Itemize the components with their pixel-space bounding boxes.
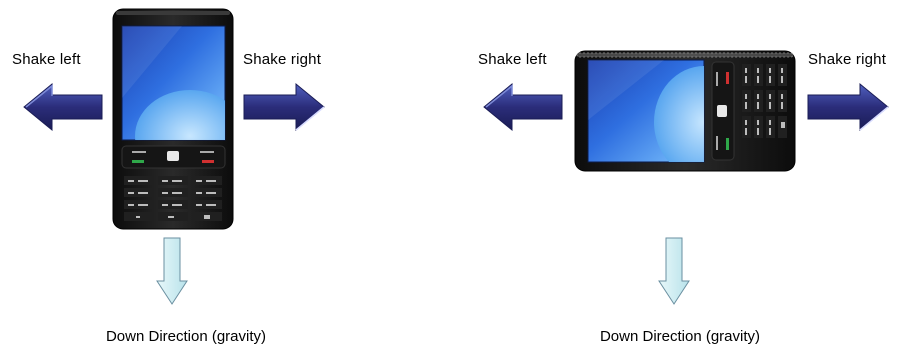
gravity-label: Down Direction (gravity): [105, 328, 267, 345]
phone-icon: [574, 50, 796, 172]
arrow-left-icon: [483, 82, 563, 132]
shake-right-label: Shake right: [243, 51, 322, 68]
shake-left-label: Shake left: [478, 51, 547, 68]
arrow-right-icon: [243, 82, 325, 132]
phone-icon: [112, 8, 234, 230]
arrow-down-icon: [658, 237, 690, 305]
arrow-left-icon: [23, 82, 103, 132]
arrow-right-icon: [807, 82, 889, 132]
shake-left-label: Shake left: [12, 51, 81, 68]
shake-right-label: Shake right: [808, 51, 887, 68]
gravity-label: Down Direction (gravity): [599, 328, 761, 345]
arrow-down-icon: [156, 237, 188, 305]
